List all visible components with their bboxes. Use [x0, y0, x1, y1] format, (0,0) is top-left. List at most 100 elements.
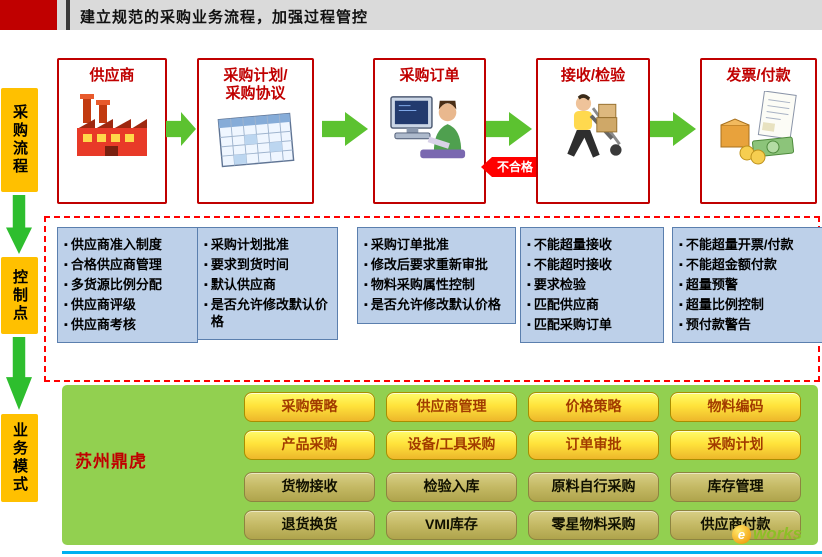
control-item-text: 不能超量开票/付款 — [685, 237, 794, 252]
control-item-text: 超量预警 — [685, 276, 738, 292]
module-button: 订单审批 — [528, 430, 659, 460]
computer-user-icon — [375, 91, 484, 169]
control-item: ▪不能超量开票/付款 — [679, 237, 822, 254]
control-item-text: 多货源比例分配 — [70, 276, 162, 292]
module-button: 原料自行采购 — [528, 472, 659, 502]
control-box-plan: ▪采购计划批准 ▪要求到货时间 ▪默认供应商 ▪是否允许修改默认价格 — [197, 227, 338, 341]
module-button: VMI库存 — [386, 510, 517, 540]
control-item: ▪物料采购属性控制 — [364, 277, 510, 294]
control-item: ▪超量比例控制 — [679, 297, 822, 314]
module-button: 退货换货 — [244, 510, 375, 540]
control-item-text: 物料采购属性控制 — [370, 276, 475, 292]
control-item: ▪要求检验 — [527, 277, 658, 294]
reject-label: 不合格 — [492, 157, 539, 177]
down-arrow-icon — [6, 337, 32, 410]
invoice-money-icon — [702, 91, 815, 167]
control-item: ▪要求到货时间 — [204, 257, 332, 274]
module-button: 库存管理 — [670, 472, 801, 502]
control-item: ▪是否允许修改默认价格 — [204, 297, 332, 331]
right-arrow-icon — [322, 112, 368, 146]
bullet-icon: ▪ — [204, 239, 208, 251]
control-item: ▪多货源比例分配 — [64, 277, 192, 294]
process-step-purchase-order: 采购订单 — [373, 58, 486, 204]
bullet-icon: ▪ — [204, 278, 208, 291]
bullet-icon: ▪ — [64, 258, 68, 271]
module-button: 产品采购 — [244, 430, 375, 460]
bullet-icon: ▪ — [64, 318, 68, 331]
control-item-text: 合格供应商管理 — [70, 256, 162, 272]
right-arrow-icon — [486, 112, 532, 146]
sidebar-label-procurement-flow: 采购流程 — [1, 88, 38, 192]
module-button: 物料编码 — [670, 392, 801, 422]
module-button: 设备/工具采购 — [386, 430, 517, 460]
control-item: ▪预付款警告 — [679, 317, 822, 334]
bullet-icon: ▪ — [364, 239, 368, 251]
process-step-receive-inspect: 接收/检验 — [536, 58, 650, 204]
bullet-icon: ▪ — [679, 298, 683, 311]
control-item: ▪采购计划批准 — [204, 237, 332, 254]
bullet-icon: ▪ — [679, 318, 683, 331]
control-item: ▪不能超量接收 — [527, 237, 658, 254]
control-item: ▪采购订单批准 — [364, 237, 510, 254]
control-item-text: 修改后要求重新审批 — [370, 256, 488, 272]
control-item-text: 默认供应商 — [210, 276, 276, 292]
red-logo-block — [0, 0, 57, 30]
control-item-text: 要求到货时间 — [210, 256, 289, 272]
bottom-rule — [62, 551, 822, 554]
worker-handtruck-icon — [538, 91, 648, 169]
secondary-module-grid: 货物接收 检验入库 原料自行采购 库存管理 退货换货 VMI库存 零星物料采购 … — [244, 472, 801, 540]
spreadsheet-icon — [199, 109, 312, 171]
bullet-icon: ▪ — [527, 318, 531, 331]
process-step-purchase-plan: 采购计划/ 采购协议 — [197, 58, 314, 204]
process-step-title: 采购计划/ 采购协议 — [223, 67, 288, 102]
control-item: ▪供应商准入制度 — [64, 237, 192, 254]
process-step-supplier: 供应商 — [57, 58, 167, 204]
company-name: 苏州鼎虎 — [75, 452, 147, 471]
bullet-icon: ▪ — [679, 258, 683, 271]
control-item: ▪默认供应商 — [204, 277, 332, 294]
control-item-text: 预付款警告 — [685, 316, 751, 332]
module-button: 供应商管理 — [386, 392, 517, 422]
eworks-watermark: e works — [732, 524, 802, 544]
bullet-icon: ▪ — [64, 239, 68, 251]
bullet-icon: ▪ — [204, 258, 208, 271]
left-arrow-icon — [481, 157, 492, 177]
module-button: 采购策略 — [244, 392, 375, 422]
control-item-text: 不能超金额付款 — [685, 256, 777, 272]
bullet-icon: ▪ — [64, 278, 68, 291]
control-box-invoice: ▪不能超量开票/付款 ▪不能超金额付款 ▪超量预警 ▪超量比例控制 ▪预付款警告 — [672, 227, 822, 344]
control-item-text: 供应商考核 — [70, 316, 136, 332]
bullet-icon: ▪ — [527, 298, 531, 311]
control-item: ▪修改后要求重新审批 — [364, 257, 510, 274]
control-box-supplier: ▪供应商准入制度 ▪合格供应商管理 ▪多货源比例分配 ▪供应商评级 ▪供应商考核 — [57, 227, 198, 344]
control-item: ▪是否允许修改默认价格 — [364, 297, 510, 314]
control-item-text: 不能超量接收 — [533, 237, 612, 252]
sidebar-label-business-model: 业务模式 — [1, 414, 38, 502]
control-item-text: 采购计划批准 — [210, 237, 289, 252]
right-arrow-icon — [166, 112, 196, 146]
module-button: 采购计划 — [670, 430, 801, 460]
right-arrow-icon — [650, 112, 696, 146]
control-item-text: 要求检验 — [533, 276, 586, 292]
title-divider — [66, 0, 70, 30]
control-item-text: 采购订单批准 — [370, 237, 449, 252]
eworks-text: works — [753, 524, 803, 543]
control-item-text: 匹配采购订单 — [533, 316, 612, 332]
primary-module-grid: 采购策略 供应商管理 价格策略 物料编码 产品采购 设备/工具采购 订单审批 采… — [244, 392, 801, 460]
control-item: ▪供应商考核 — [64, 317, 192, 334]
control-item: ▪合格供应商管理 — [64, 257, 192, 274]
bullet-icon: ▪ — [527, 278, 531, 291]
control-item: ▪供应商评级 — [64, 297, 192, 314]
bullet-icon: ▪ — [527, 258, 531, 271]
bullet-icon: ▪ — [364, 258, 368, 271]
process-step-title: 供应商 — [89, 67, 135, 84]
sidebar-label-control-points: 控制点 — [1, 257, 38, 334]
control-box-order: ▪采购订单批准 ▪修改后要求重新审批 ▪物料采购属性控制 ▪是否允许修改默认价格 — [357, 227, 516, 324]
process-step-title: 接收/检验 — [560, 67, 626, 84]
business-model-panel: 苏州鼎虎 采购策略 供应商管理 价格策略 物料编码 产品采购 设备/工具采购 订… — [62, 385, 818, 545]
bullet-icon: ▪ — [679, 278, 683, 291]
bullet-icon: ▪ — [364, 298, 368, 311]
control-item-text: 供应商准入制度 — [70, 237, 162, 252]
module-button: 货物接收 — [244, 472, 375, 502]
